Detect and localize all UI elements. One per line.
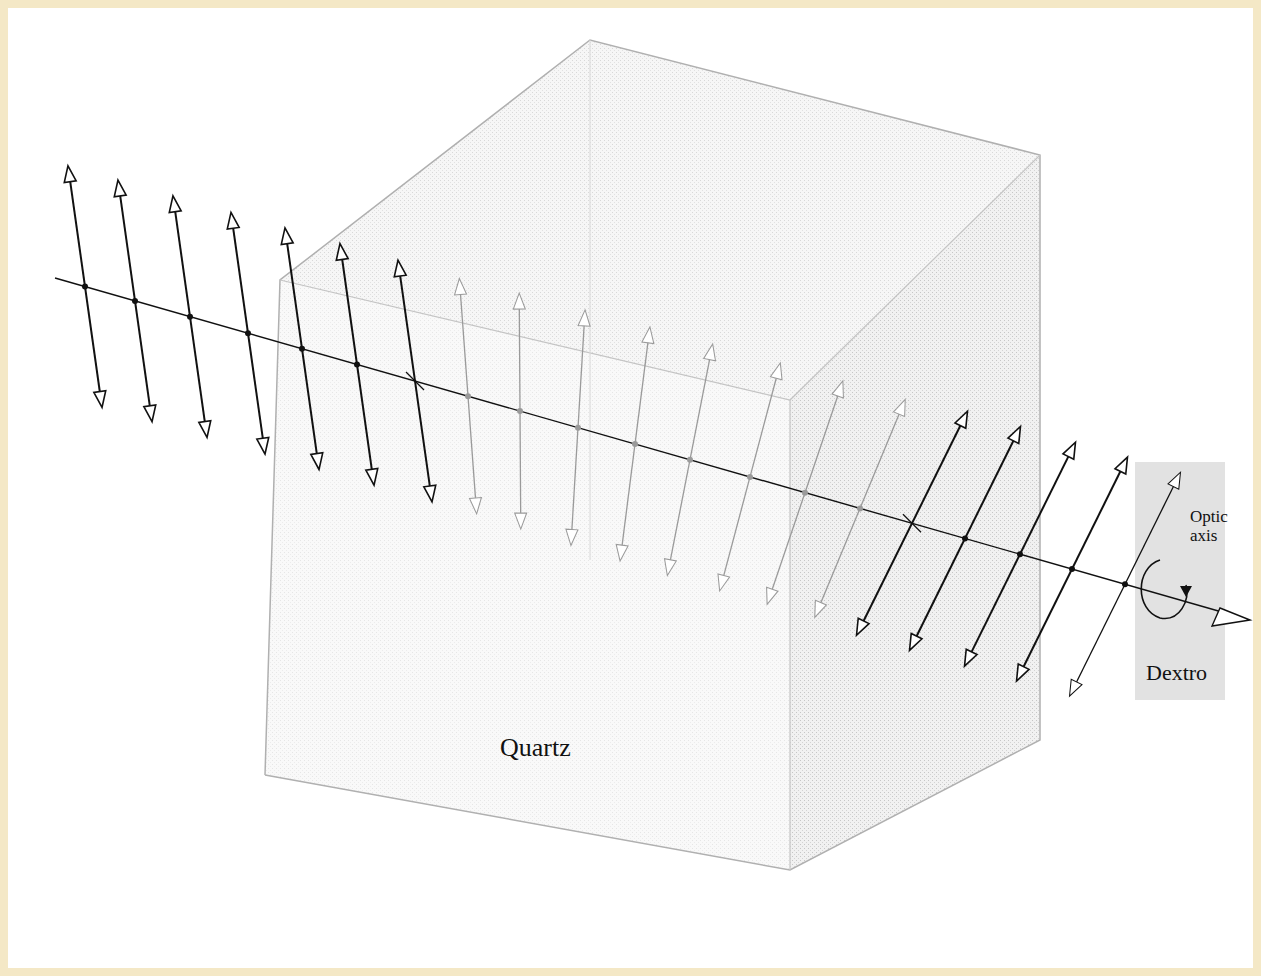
field-vector — [233, 224, 264, 442]
axis-label: Optic axis — [1190, 508, 1236, 545]
axis-dot — [962, 535, 968, 541]
field-vector — [70, 178, 101, 396]
field-vector — [970, 453, 1070, 656]
field-vector — [723, 374, 778, 579]
arrow-head — [1115, 457, 1127, 474]
arrow-head — [965, 649, 977, 666]
arrow-head — [169, 196, 181, 213]
axis-dot — [245, 330, 251, 336]
axis-dot — [354, 361, 360, 367]
quartz-cube — [265, 40, 1040, 870]
axis-dot — [632, 441, 638, 447]
arrow-head — [1063, 442, 1075, 459]
arrow-head — [566, 529, 578, 545]
arrow-head — [894, 399, 906, 416]
arrow-head — [336, 244, 348, 261]
arrow-head — [910, 633, 922, 650]
axis-dot — [132, 298, 138, 304]
rotation-label: Dextro — [1146, 660, 1207, 686]
arrow-head — [642, 327, 654, 344]
axis-dot — [465, 393, 471, 399]
field-vector — [670, 356, 711, 564]
axis-dot — [575, 425, 581, 431]
arrow-head — [515, 513, 527, 529]
arrow-head — [114, 180, 126, 197]
propagation-axis — [55, 278, 1228, 614]
axis-arrowhead — [1212, 608, 1250, 626]
axis-dot — [1122, 581, 1128, 587]
arrow-head — [94, 391, 106, 408]
arrow-head — [718, 574, 730, 591]
axis-dot — [1069, 566, 1075, 572]
arrow-head — [955, 411, 967, 428]
field-vector — [771, 392, 839, 593]
axis-dot — [1017, 551, 1023, 557]
arrow-head — [857, 618, 869, 635]
arrow-head — [366, 469, 378, 486]
arrow-head — [815, 600, 827, 617]
face-mark — [903, 514, 921, 532]
arrow-head — [311, 453, 323, 470]
arrow-head — [281, 228, 293, 245]
arrow-head — [1008, 426, 1020, 443]
arrow-head — [64, 166, 76, 183]
field-vector — [400, 272, 431, 490]
field-vector — [819, 410, 900, 606]
arrow-head — [770, 363, 782, 380]
arrow-head — [455, 279, 467, 295]
arrow-head — [424, 485, 436, 502]
arrow-head — [227, 212, 239, 229]
arrow-head — [665, 559, 677, 576]
field-vector — [460, 290, 476, 501]
arrow-head — [1168, 472, 1180, 489]
arrow-head — [832, 381, 843, 398]
axis-dot — [687, 457, 693, 463]
arrow-head — [704, 344, 716, 361]
material-label: Quartz — [500, 733, 571, 763]
arrow-head — [394, 260, 406, 277]
arrow-head — [1017, 664, 1029, 681]
arrow-head — [578, 310, 590, 326]
field-vector — [915, 437, 1015, 640]
arrow-head — [257, 437, 269, 454]
field-vector — [342, 256, 373, 474]
arrow-head — [513, 293, 525, 309]
field-vector — [1075, 483, 1175, 686]
arrow-head — [199, 421, 211, 438]
axis-dot — [857, 505, 863, 511]
axis-dot — [802, 490, 808, 496]
field-vector — [862, 422, 962, 625]
axis-dot — [82, 284, 88, 290]
arrow-head — [144, 405, 156, 422]
field-vector — [120, 192, 151, 410]
axis-dot — [517, 408, 523, 414]
axis-dot — [187, 314, 193, 320]
rotation-symbol — [1141, 560, 1192, 618]
axis-dot — [747, 474, 753, 480]
face-mark — [406, 372, 424, 390]
field-vector — [622, 339, 649, 549]
arrow-head — [1070, 679, 1082, 696]
field-vector — [175, 208, 206, 426]
label-patch — [1135, 462, 1225, 700]
arrow-head — [767, 587, 778, 604]
field-vector — [287, 240, 318, 458]
field-vector — [1022, 468, 1122, 671]
axis-dot — [299, 346, 305, 352]
polarization-arrows — [55, 166, 1250, 696]
arrow-head — [616, 544, 628, 561]
field-vector — [572, 322, 585, 534]
arrow-head — [469, 497, 481, 513]
